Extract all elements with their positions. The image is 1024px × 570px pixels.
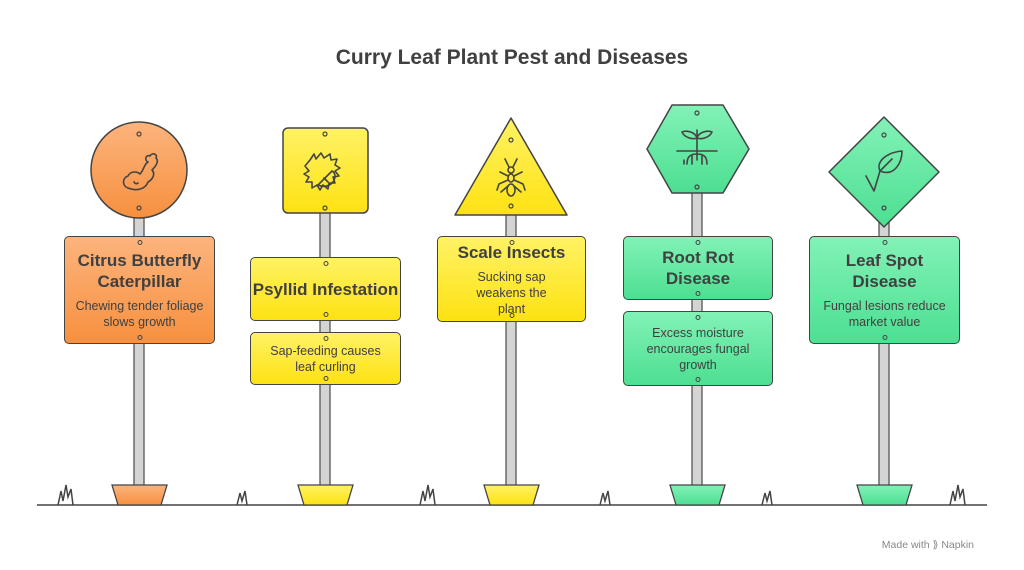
- pole-base: [111, 484, 168, 506]
- sign-heading: Citrus Butterfly Caterpillar: [77, 251, 202, 291]
- pole-base: [297, 484, 354, 506]
- leaf-icon: [865, 150, 903, 192]
- durian-pest-icon: [303, 152, 341, 191]
- sign-board-scale-insects: Scale Insects Sucking sap weakens the pl…: [437, 236, 586, 322]
- pole-base: [669, 484, 726, 506]
- ant-icon: [496, 158, 526, 197]
- pole-base: [856, 484, 913, 506]
- napkin-brand: Napkin: [941, 539, 974, 551]
- sign-board-psyllid-infestation: Psyllid Infestation: [250, 257, 401, 321]
- sign-board-leaf-spot-disease: Leaf Spot Disease Fungal lesions reduce …: [809, 236, 960, 344]
- sign-board-root-rot-description: Excess moisture encourages fungal growth: [623, 311, 773, 386]
- sign-board-psyllid-description: Sap-feeding causes leaf curling: [250, 332, 401, 385]
- napkin-credit: Made with ⟫ Napkin: [882, 539, 974, 551]
- sign-board-citrus-butterfly-caterpillar: Citrus Butterfly Caterpillar Chewing ten…: [64, 236, 215, 344]
- sign-heading: Scale Insects: [457, 242, 566, 262]
- sign-heading: Psyllid Infestation: [252, 279, 399, 299]
- made-with-label: Made with: [881, 539, 930, 551]
- pole-base: [483, 484, 540, 506]
- sign-description: Fungal lesions reduce market value: [823, 299, 946, 329]
- hexagon-sign: [646, 104, 750, 194]
- sign-board-root-rot-disease: Root Rot Disease: [623, 236, 773, 300]
- plant-roots-icon: [676, 129, 718, 165]
- sign-heading: Root Rot Disease: [662, 248, 734, 288]
- sign-description: Sap-feeding causes leaf curling: [270, 343, 381, 374]
- caterpillar-icon: [122, 153, 159, 191]
- sign-description: Chewing tender foliage slows growth: [75, 299, 204, 329]
- diagram-title: Curry Leaf Plant Pest and Diseases: [335, 46, 689, 69]
- circle-sign: [90, 121, 188, 219]
- napkin-logo-icon: ⟫: [932, 539, 939, 551]
- sign-description: Sucking sap weakens the plant: [476, 269, 547, 316]
- square-sign: [282, 127, 369, 214]
- sign-heading: Leaf Spot Disease: [845, 251, 924, 291]
- sign-description: Excess moisture encourages fungal growth: [646, 325, 750, 372]
